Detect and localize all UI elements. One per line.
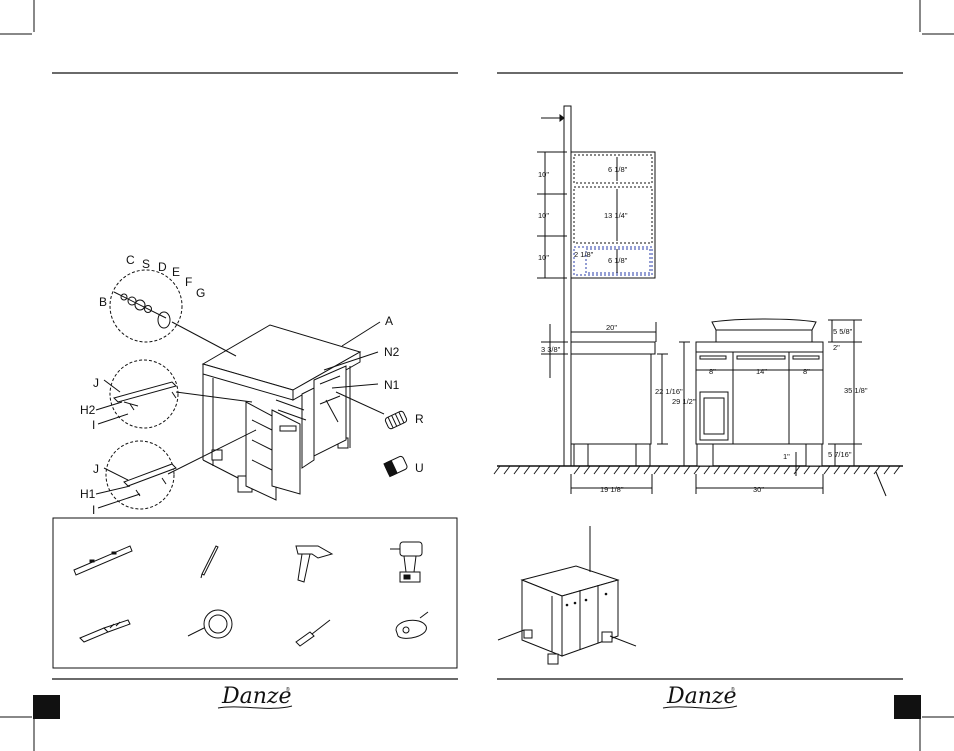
label-i-bottom: I [92, 503, 95, 517]
dim-leg-gap: 1" [783, 452, 790, 461]
dim-side-h2: 29 1/2" [672, 397, 696, 406]
brand-logo-left: Danze ® [218, 684, 292, 709]
dim-side-depth: 20" [606, 323, 617, 332]
dim-drawer-right: 8" [803, 367, 810, 376]
label-u: U [415, 461, 424, 475]
dim-shelf3: 6 1/8" [608, 256, 628, 265]
label-n1: N1 [384, 378, 400, 392]
assembly-illustration [96, 270, 408, 509]
dimension-drawing [494, 106, 903, 496]
dim-front-h: 35 1/8" [844, 386, 868, 395]
label-g: G [196, 286, 205, 300]
label-r: R [415, 412, 424, 426]
label-s: S [142, 257, 150, 271]
drill-bit-icon [80, 620, 130, 642]
page-tab-right [894, 695, 921, 719]
label-j-top: J [93, 376, 99, 390]
hole-saw-icon [188, 610, 232, 638]
level-icon [74, 546, 132, 575]
label-a: A [385, 314, 393, 328]
dim-counter: 2" [833, 343, 840, 352]
svg-text:Danze: Danze [221, 684, 292, 709]
dim-side-h1: 22 1/16" [655, 387, 683, 396]
brand-name-left: Danze [221, 684, 292, 709]
label-d: D [158, 260, 167, 274]
label-h1: H1 [80, 487, 96, 501]
dim-shelf1: 6 1/8" [608, 165, 628, 174]
hammer-icon [296, 546, 332, 582]
brand-name-right: Danze [666, 684, 737, 709]
isometric-vanity [498, 526, 636, 664]
page-tab-left [33, 695, 60, 719]
tools-box [53, 518, 457, 668]
label-e: E [172, 265, 180, 279]
label-c: C [126, 253, 135, 267]
label-n2: N2 [384, 345, 400, 359]
dim-cab-h2: 10" [538, 211, 549, 220]
dim-basin-h: 5 5/8" [833, 327, 853, 336]
label-j-bottom: J [93, 462, 99, 476]
svg-text:Danze: Danze [666, 684, 737, 709]
dim-cab-h3: 10" [538, 253, 549, 262]
label-i-top: I [92, 418, 95, 432]
tools-grid [74, 542, 428, 646]
dim-drawer-left: 8" [709, 367, 716, 376]
dim-front-w: 30" [753, 485, 764, 494]
label-b: B [99, 295, 107, 309]
dim-drawer-center: 14" [756, 367, 767, 376]
screwdriver-icon [296, 620, 330, 646]
brand-mark-right: ® [731, 686, 735, 693]
dim-cab-h1: 10" [538, 170, 549, 179]
dim-top-thick: 3 3/8" [541, 345, 561, 354]
label-h2: H2 [80, 403, 96, 417]
brand-logo-right: Danze ® [663, 684, 737, 709]
dim-leg-h: 5 7/16" [828, 450, 852, 459]
drill-icon [390, 542, 422, 582]
dim-side-base: 19 1/8" [600, 485, 624, 494]
pencil-icon [201, 546, 218, 578]
label-f: F [185, 275, 192, 289]
dim-shelf2: 13 1/4" [604, 211, 628, 220]
dim-inner-offset: 2 1/8" [574, 250, 594, 259]
brand-mark-left: ® [286, 686, 290, 693]
tape-measure-icon [396, 612, 428, 638]
